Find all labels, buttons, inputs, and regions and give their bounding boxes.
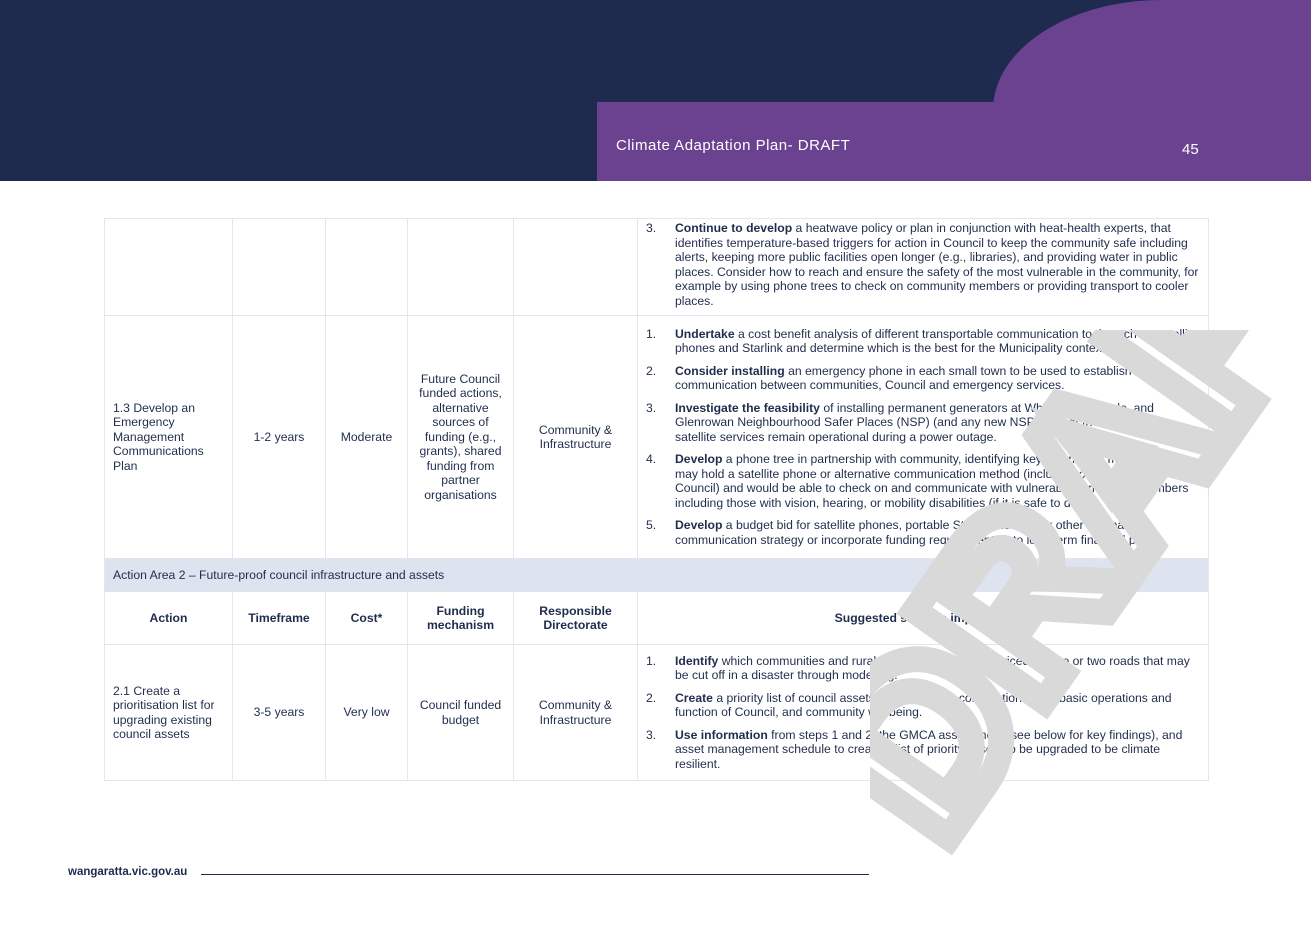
timeframe-cell: 3-5 years xyxy=(232,644,326,781)
table-row: 1.3 Develop an Emergency Management Comm… xyxy=(104,315,1209,559)
step-text: a phone tree in partnership with communi… xyxy=(675,452,1189,510)
footer-divider xyxy=(201,874,869,875)
cost-cell: Very low xyxy=(325,644,408,781)
step-number: 1. xyxy=(646,326,657,341)
step-number: 2. xyxy=(646,363,657,378)
header-title-band xyxy=(597,102,1311,181)
document-title: Climate Adaptation Plan- DRAFT xyxy=(616,137,851,154)
steps-list: 3. Continue to develop a heatwave policy … xyxy=(646,221,1200,308)
step-keyword: Investigate the feasibility xyxy=(675,400,820,415)
steps-list: 1. Undertake a cost benefit analysis of d… xyxy=(646,327,1200,548)
action-cell: 1.3 Develop an Emergency Management Comm… xyxy=(104,315,233,559)
funding-cell: Council funded budget xyxy=(407,644,514,781)
funding-cell: Future Council funded actions, alternati… xyxy=(407,315,514,559)
step-number: 3. xyxy=(646,727,657,742)
step-text: from steps 1 and 2, the GMCA assessment … xyxy=(675,727,1183,771)
column-header-directorate: Responsible Directorate xyxy=(513,591,638,645)
cost-cell: Moderate xyxy=(325,315,408,559)
list-item: 2. Consider installing an emergency phone… xyxy=(646,364,1200,393)
action-cell: 2.1 Create a prioritisation list for upg… xyxy=(104,644,233,781)
step-number: 5. xyxy=(646,518,657,533)
step-keyword: Consider installing xyxy=(675,363,785,378)
step-number: 4. xyxy=(646,452,657,467)
action-cell xyxy=(104,218,233,316)
column-header-timeframe: Timeframe xyxy=(232,591,326,645)
steps-list: 1. Identify which communities and rural p… xyxy=(646,654,1200,772)
list-item: 5. Develop a budget bid for satellite pho… xyxy=(646,518,1200,547)
list-item: 3. Use information from steps 1 and 2, th… xyxy=(646,728,1200,772)
step-keyword: Develop xyxy=(675,452,723,467)
column-header-funding: Funding mechanism xyxy=(407,591,514,645)
timeframe-cell xyxy=(232,218,326,316)
list-item: 1. Undertake a cost benefit analysis of d… xyxy=(646,327,1200,356)
timeframe-cell: 1-2 years xyxy=(232,315,326,559)
step-number: 3. xyxy=(646,221,657,235)
step-text: of installing permanent generators at Wh… xyxy=(675,400,1164,444)
action-table: 3. Continue to develop a heatwave policy … xyxy=(104,218,1209,781)
step-text: a heatwave policy or plan in conjunction… xyxy=(675,221,1199,308)
steps-cell: 3. Continue to develop a heatwave policy … xyxy=(637,218,1209,316)
step-text: an emergency phone in each small town to… xyxy=(675,363,1132,393)
step-number: 1. xyxy=(646,653,657,668)
column-header-steps: Suggested steps to implement xyxy=(637,591,1209,645)
step-text: a budget bid for satellite phones, porta… xyxy=(675,518,1156,547)
step-number: 3. xyxy=(646,400,657,415)
page-number: 45 xyxy=(1182,141,1199,158)
step-text: a priority list of council assets based … xyxy=(675,690,1172,720)
directorate-cell: Community & Infrastructure xyxy=(513,315,638,559)
action-area-row: Action Area 2 – Future-proof council inf… xyxy=(104,558,1209,592)
table-row: 2.1 Create a prioritisation list for upg… xyxy=(104,644,1209,781)
step-keyword: Identify xyxy=(675,653,719,668)
action-area-title: Action Area 2 – Future-proof council inf… xyxy=(104,558,1209,592)
column-header-action: Action xyxy=(104,591,233,645)
step-keyword: Continue to develop xyxy=(675,221,793,235)
step-keyword: Develop xyxy=(675,518,723,533)
step-text: a cost benefit analysis of different tra… xyxy=(675,326,1198,356)
cost-cell xyxy=(325,218,408,316)
step-number: 2. xyxy=(646,690,657,705)
list-item: 2. Create a priority list of council asse… xyxy=(646,691,1200,720)
table-header-row: Action Timeframe Cost* Funding mechanism… xyxy=(104,591,1209,645)
steps-cell: 1. Identify which communities and rural p… xyxy=(637,644,1209,781)
list-item: 4. Develop a phone tree in partnership wi… xyxy=(646,452,1200,510)
directorate-cell xyxy=(513,218,638,316)
steps-cell: 1. Undertake a cost benefit analysis of d… xyxy=(637,315,1209,559)
footer-website-link[interactable]: wangaratta.vic.gov.au xyxy=(68,866,188,878)
list-item: 3. Investigate the feasibility of install… xyxy=(646,401,1200,445)
step-keyword: Undertake xyxy=(675,326,735,341)
funding-cell xyxy=(407,218,514,316)
list-item: 3. Continue to develop a heatwave policy … xyxy=(646,221,1200,308)
table-row: 3. Continue to develop a heatwave policy … xyxy=(104,218,1209,316)
step-keyword: Create xyxy=(675,690,713,705)
step-text: which communities and rural properties a… xyxy=(675,653,1190,683)
list-item: 1. Identify which communities and rural p… xyxy=(646,654,1200,683)
step-keyword: Use information xyxy=(675,727,768,742)
column-header-cost: Cost* xyxy=(325,591,408,645)
directorate-cell: Community & Infrastructure xyxy=(513,644,638,781)
